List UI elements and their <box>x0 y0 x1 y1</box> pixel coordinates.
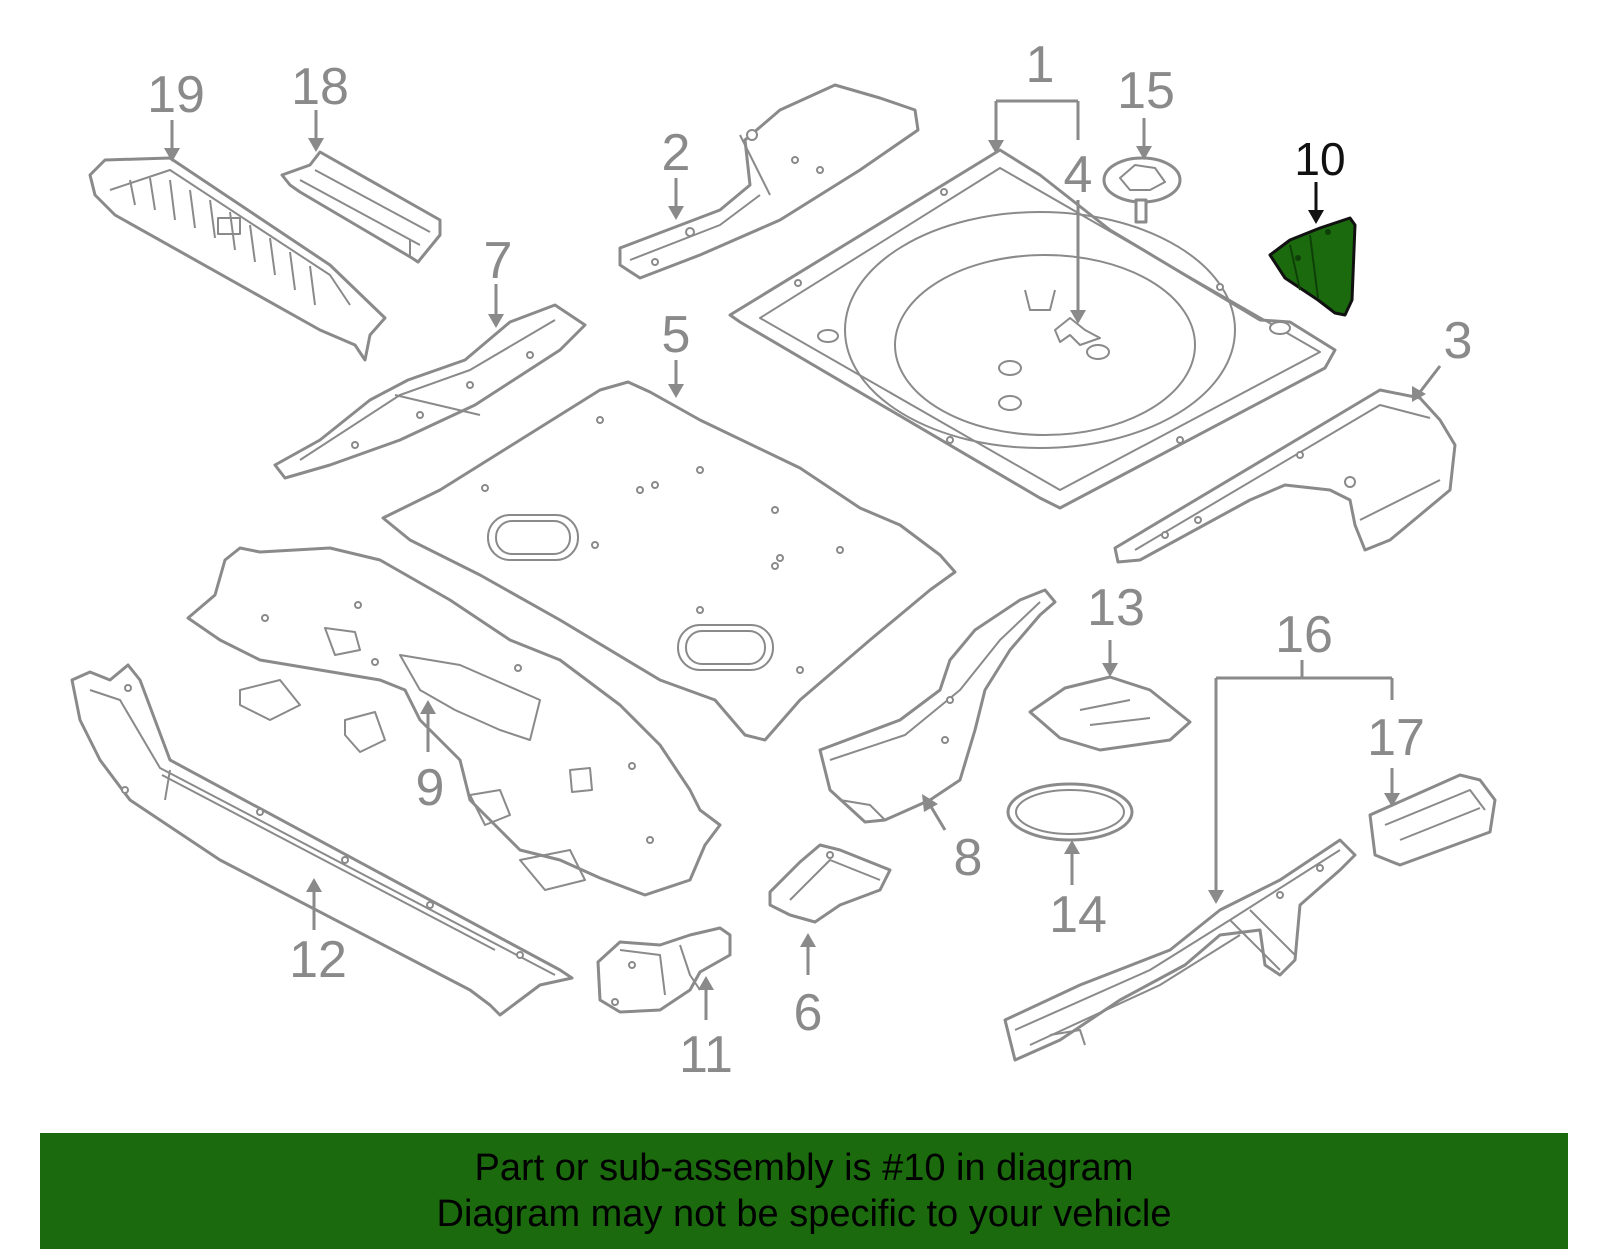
part-12-sill[interactable] <box>70 663 574 1017</box>
banner-line-1: Part or sub-assembly is #10 in diagram <box>474 1147 1134 1189</box>
leader-lines <box>164 99 1442 1020</box>
callout-3: 3 <box>1444 312 1473 370</box>
callout-9: 9 <box>416 759 445 817</box>
part-1-rear-floor-pan[interactable] <box>728 148 1337 510</box>
callout-labels: 1 2 3 4 5 6 7 8 9 10 11 12 13 14 15 16 1… <box>147 36 1472 1084</box>
callout-5: 5 <box>662 306 691 364</box>
part-14-grommet-ring[interactable] <box>1006 782 1134 842</box>
callout-16: 16 <box>1275 606 1333 664</box>
banner-line-2: Diagram may not be specific to your vehi… <box>436 1193 1172 1235</box>
part-3-side-panel[interactable] <box>1113 388 1457 564</box>
callout-14: 14 <box>1049 886 1107 944</box>
callout-10: 10 <box>1294 133 1345 185</box>
part-11-mount-bracket[interactable] <box>596 926 732 1014</box>
callout-17: 17 <box>1367 709 1425 767</box>
callout-13: 13 <box>1087 579 1145 637</box>
callout-19: 19 <box>147 66 205 124</box>
info-banner: Part or sub-assembly is #10 in diagram D… <box>40 1133 1568 1249</box>
callout-6: 6 <box>794 984 823 1042</box>
callout-8: 8 <box>954 829 983 887</box>
callout-4: 4 <box>1064 146 1093 204</box>
callout-2: 2 <box>662 124 691 182</box>
callout-12: 12 <box>289 931 347 989</box>
part-17-channel-bracket[interactable] <box>1368 773 1497 867</box>
callout-1: 1 <box>1026 36 1055 94</box>
part-9-front-floor[interactable] <box>186 546 722 897</box>
part-19-rear-side-member[interactable] <box>88 156 387 362</box>
part-16-rear-frame-assembly[interactable] <box>1003 838 1357 1062</box>
callout-18: 18 <box>291 58 349 116</box>
part-10-shape <box>1268 216 1357 317</box>
part-7-crossmember[interactable] <box>273 303 587 480</box>
part-13-cover-plate[interactable] <box>1028 675 1192 752</box>
part-15-hold-down-clamp[interactable] <box>1102 156 1182 224</box>
part-6-small-bracket[interactable] <box>768 843 892 924</box>
part-5-floor-panel[interactable] <box>381 380 957 742</box>
part-2-reinforcement[interactable] <box>618 83 920 280</box>
part-8-wheelhouse-panel[interactable] <box>818 588 1057 824</box>
part-10-highlighted-bracket[interactable] <box>1268 216 1357 317</box>
part-18-bracket[interactable] <box>280 150 442 264</box>
callout-7: 7 <box>484 232 513 290</box>
callout-15: 15 <box>1117 62 1175 120</box>
callout-11: 11 <box>679 1026 733 1084</box>
